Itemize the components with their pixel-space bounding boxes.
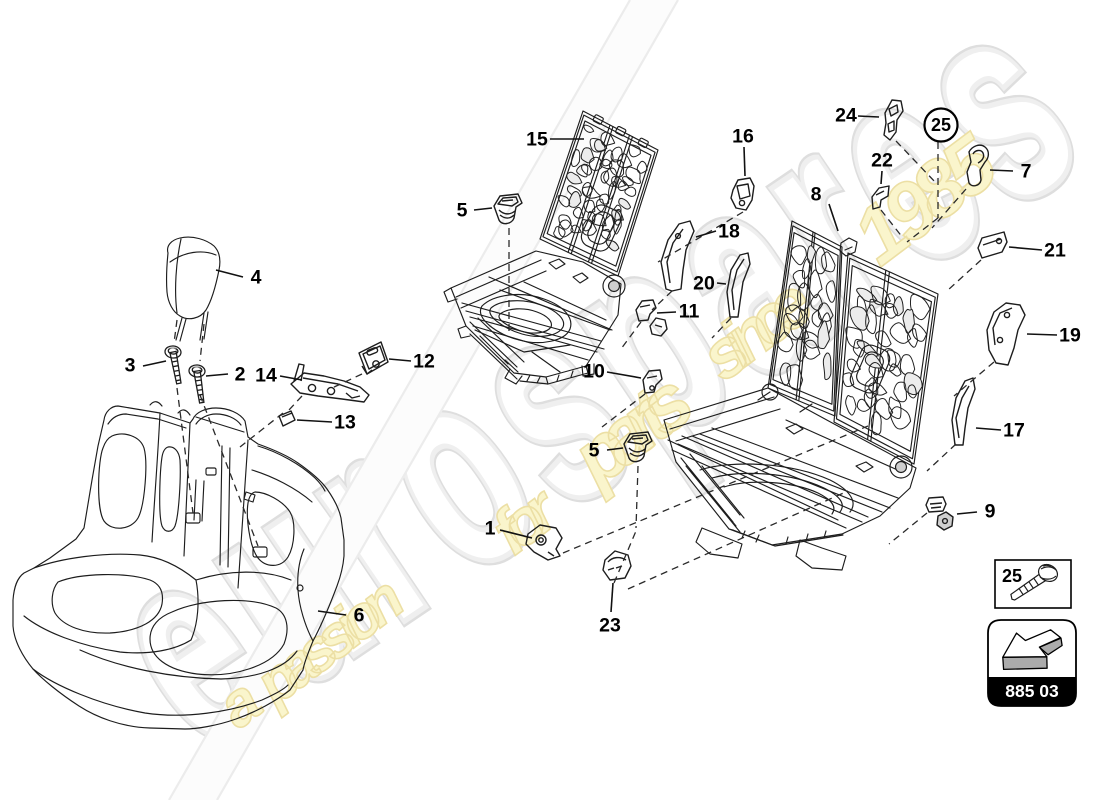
svg-text:3: 3 — [125, 355, 136, 377]
svg-text:9: 9 — [985, 501, 996, 523]
svg-text:24: 24 — [835, 105, 857, 127]
svg-text:12: 12 — [413, 351, 435, 373]
svg-text:21: 21 — [1044, 240, 1066, 262]
svg-text:19: 19 — [1059, 325, 1081, 347]
svg-text:885 03: 885 03 — [1005, 681, 1059, 701]
svg-text:17: 17 — [1003, 420, 1025, 442]
svg-text:5: 5 — [589, 440, 600, 462]
svg-text:22: 22 — [871, 150, 893, 172]
svg-text:25: 25 — [1002, 566, 1022, 586]
svg-text:18: 18 — [718, 221, 740, 243]
svg-text:10: 10 — [583, 361, 605, 383]
svg-text:11: 11 — [679, 301, 700, 323]
svg-text:23: 23 — [599, 615, 621, 637]
svg-text:5: 5 — [457, 200, 468, 222]
svg-text:25: 25 — [931, 115, 951, 135]
svg-text:15: 15 — [526, 129, 548, 151]
svg-text:8: 8 — [811, 184, 822, 206]
svg-text:2: 2 — [235, 364, 246, 386]
svg-text:4: 4 — [251, 267, 262, 289]
svg-text:13: 13 — [334, 412, 356, 434]
svg-text:16: 16 — [732, 126, 754, 148]
svg-text:14: 14 — [255, 365, 277, 387]
svg-text:1: 1 — [485, 518, 496, 540]
svg-text:6: 6 — [354, 605, 365, 627]
svg-text:7: 7 — [1021, 161, 1032, 183]
svg-text:20: 20 — [693, 273, 715, 295]
